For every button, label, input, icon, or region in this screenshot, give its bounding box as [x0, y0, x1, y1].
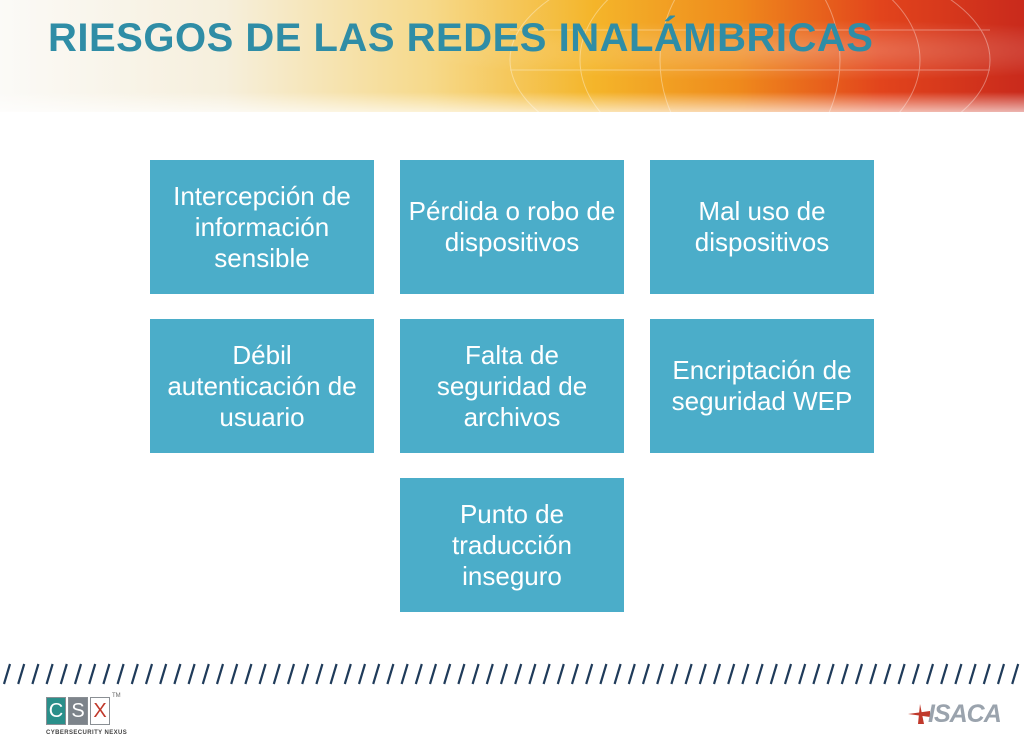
risk-tile: Intercepción de información sensible [150, 160, 374, 294]
footer-stripe-divider [2, 663, 1020, 685]
isaca-star-icon [908, 704, 930, 724]
csx-letter-s: S [68, 697, 88, 725]
csx-letter-c: C [46, 697, 66, 725]
isaca-logo: ISACA [906, 700, 1002, 730]
risk-tile: Encriptación de seguridad WEP [650, 319, 874, 453]
risk-tile: Débil autenticación de usuario [150, 319, 374, 453]
globe-graphic [509, 0, 991, 112]
header-banner [0, 0, 1024, 112]
risk-tile: Punto de traducción inseguro [400, 478, 624, 612]
csx-trademark: TM [112, 693, 121, 699]
risk-tile: Mal uso de dispositivos [650, 160, 874, 294]
slide-title: RIESGOS DE LAS REDES INALÁMBRICAS [48, 16, 874, 60]
isaca-wordmark: ISACA [928, 700, 1002, 728]
risk-tile: Falta de seguridad de archivos [400, 319, 624, 453]
risk-tile: Pérdida o robo de dispositivos [400, 160, 624, 294]
csx-caption: CYBERSECURITY NEXUS [46, 730, 128, 736]
csx-letter-x: X [90, 697, 110, 725]
